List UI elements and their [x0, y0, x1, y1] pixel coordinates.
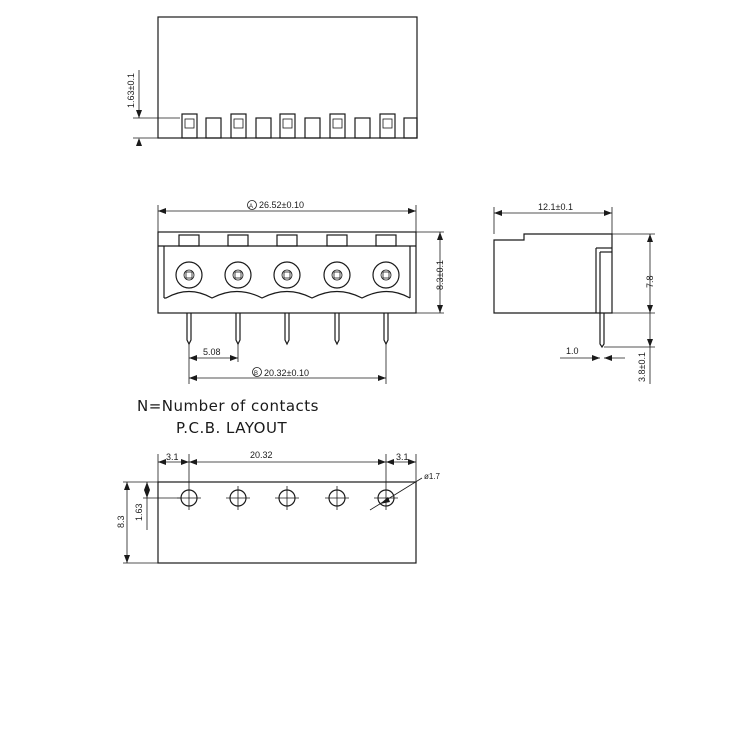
width-marker-a: A [249, 204, 253, 210]
side-view-body [493, 233, 613, 314]
pcb-row-offset-dim: 1.63 [134, 503, 144, 521]
pin-span-dim: 20.32±0.10 [264, 368, 309, 378]
side-view: 12.1±0.1 7.8 3.8±0.1 1.0 [493, 202, 655, 384]
hole-diameter-dim: ø1.7 [424, 472, 441, 481]
pcb-layout: 3.1 20.32 3.1 ø1.7 8.3 [116, 450, 441, 564]
pcb-span-dim: 20.32 [250, 450, 273, 460]
pcb-edge-left-dim: 3.1 [166, 452, 179, 462]
span-marker-b: B [254, 371, 258, 377]
pitch-dim: 5.08 [203, 347, 221, 357]
pins [186, 313, 389, 346]
pin-offset-dim: 1.0 [566, 346, 579, 356]
top-height-dim: 1.63±0.1 [126, 73, 136, 108]
pcb-holes [177, 486, 398, 510]
front-height-dim: 8.3±0.1 [435, 260, 445, 290]
contacts-note: N=Number of contacts [137, 397, 319, 415]
terminal-screws [175, 261, 400, 289]
pcb-layout-title: P.C.B. LAYOUT [176, 419, 287, 437]
side-height-dim: 7.8 [645, 275, 655, 288]
pcb-edge-right-dim: 3.1 [396, 452, 409, 462]
front-width-dim: 26.52±0.10 [259, 200, 304, 210]
pin-length-dim: 3.8±0.1 [637, 352, 647, 382]
front-view-body [157, 231, 417, 314]
side-depth-dim: 12.1±0.1 [538, 202, 573, 212]
pcb-outline [157, 481, 417, 564]
top-view-slots [181, 113, 418, 139]
front-view: A 26.52±0.10 [157, 200, 445, 384]
pcb-height-dim: 8.3 [116, 515, 126, 528]
top-view: 1.63±0.1 [126, 16, 418, 146]
